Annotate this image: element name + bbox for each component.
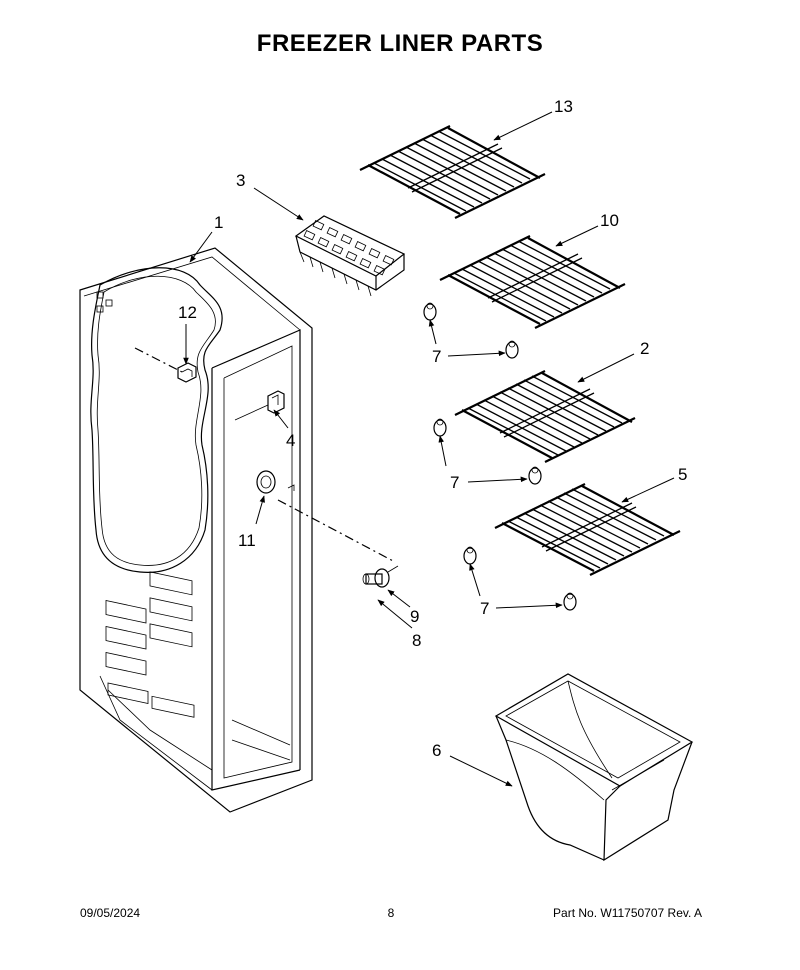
freezer-bin	[494, 673, 694, 862]
callout-3: 3	[236, 171, 245, 190]
wire-shelf-5	[494, 483, 681, 576]
callout-9: 9	[410, 607, 419, 626]
callout-7-upper: 7	[432, 347, 441, 366]
callout-4: 4	[286, 431, 295, 450]
callout-2: 2	[640, 339, 649, 358]
shelf-cam	[256, 470, 396, 563]
callout-8: 8	[412, 631, 421, 650]
liner-clip	[234, 390, 285, 421]
callout-6: 6	[432, 741, 441, 760]
shelf-support	[433, 418, 447, 437]
shelf-support	[505, 340, 519, 359]
callout-11: 11	[238, 531, 256, 550]
callout-12: 12	[178, 303, 197, 322]
shelf-support	[528, 466, 542, 485]
shelf-support	[563, 592, 577, 611]
callout-13: 13	[554, 97, 573, 116]
wire-shelf-10	[439, 235, 626, 329]
shelf-support	[463, 546, 477, 565]
shelf-bracket	[134, 347, 197, 383]
leader-lines	[183, 111, 675, 787]
footer-date: 09/05/2024	[80, 906, 141, 920]
wire-shelf-2	[454, 370, 636, 463]
ice-cube-tray	[294, 215, 406, 297]
callout-10: 10	[600, 211, 619, 230]
freezer-liner	[79, 247, 313, 813]
shelf-supports	[423, 302, 577, 611]
callouts: 1 3 13 10 2 5 12 4 11 9 8 6 7 7 7	[178, 97, 687, 760]
callout-7-lower: 7	[480, 599, 489, 618]
shelf-stud	[362, 565, 399, 588]
shelf-support	[423, 302, 437, 321]
callout-1: 1	[214, 213, 223, 232]
callout-5: 5	[678, 465, 687, 484]
footer-part-number: Part No. W11750707 Rev. A	[553, 906, 702, 920]
page-title: FREEZER LINER PARTS	[256, 30, 544, 57]
footer-page-number: 8	[387, 906, 395, 920]
wire-shelf-13	[359, 125, 546, 219]
callout-7-middle: 7	[450, 473, 459, 492]
